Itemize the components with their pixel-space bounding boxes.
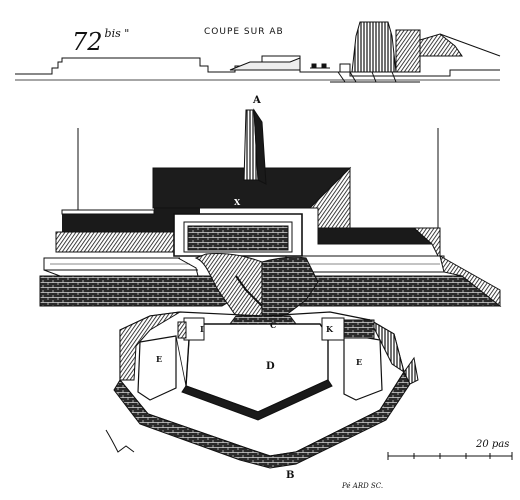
scale-label: 20 pas [476,439,510,450]
label-e-left: E [156,354,163,364]
label-a: A [253,95,261,106]
label-e-right: E [356,357,363,367]
engraver-credit: Pé ARD SC. [342,482,384,490]
label-c: C [270,320,277,330]
label-k: K [326,324,333,334]
label-d: D [266,361,275,372]
label-i: I [200,324,204,334]
label-b: B [286,470,295,481]
scale-bar [387,452,513,460]
compass-mark [105,429,135,453]
north-spire [243,108,267,185]
plate-number-value: 72 [72,28,103,56]
section-profile [15,21,501,83]
section-title: COUPE SUR AB [204,27,284,37]
label-x: X [234,197,241,207]
plate-number-suffix: bis " [104,27,130,40]
fort-isometric [39,128,502,469]
